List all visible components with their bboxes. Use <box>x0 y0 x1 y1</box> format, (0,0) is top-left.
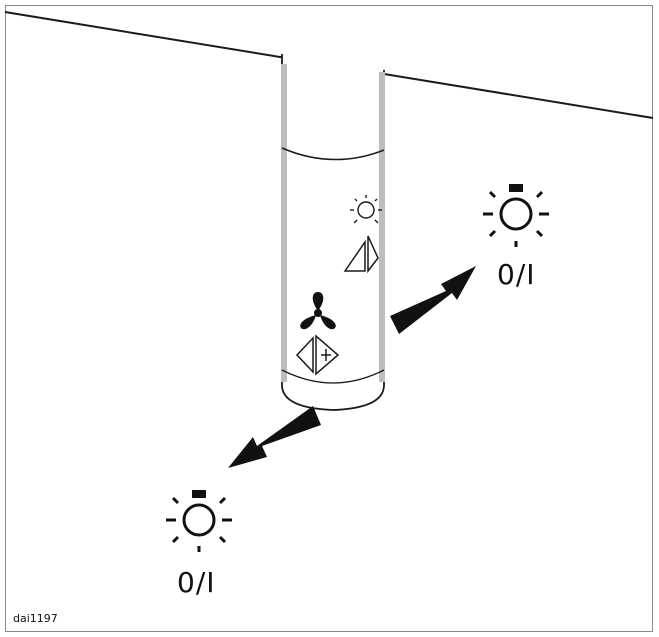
stalk-rotation-marker-top <box>343 235 379 274</box>
arrow-upper-right-icon <box>390 266 476 334</box>
lamp-switch-label-left: 0/I <box>177 566 216 599</box>
stalk-fan-icon <box>300 292 336 330</box>
figure-frame <box>5 5 653 632</box>
light-bulb-icon-right <box>483 184 549 247</box>
light-bulb-icon-left <box>166 490 232 552</box>
stalk-lamp-icon <box>350 195 382 224</box>
figure-id: dai1197 <box>13 612 58 625</box>
light-switch-stalk <box>281 54 385 411</box>
stalk-rotation-marker-bottom <box>295 334 340 376</box>
arrow-lower-left-icon <box>228 406 321 468</box>
lamp-switch-label-right: 0/I <box>497 258 536 291</box>
